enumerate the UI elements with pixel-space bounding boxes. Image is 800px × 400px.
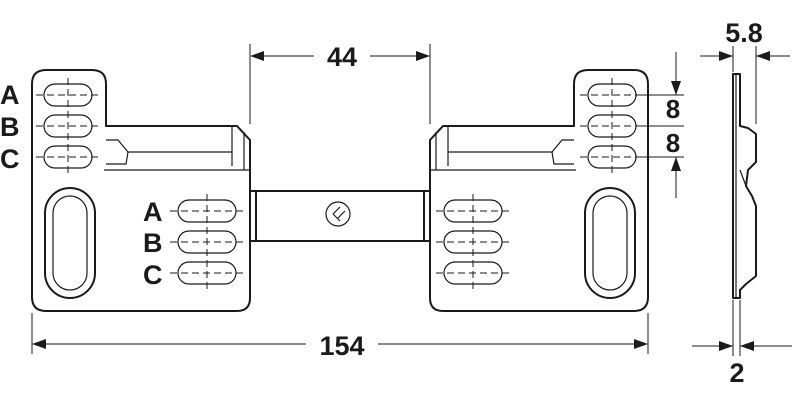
label-inner-c: C xyxy=(143,260,163,290)
right-outer-slots xyxy=(580,78,644,174)
left-outer-slots xyxy=(36,78,100,174)
centre-pivot-icon xyxy=(325,201,351,227)
right-arm-rail xyxy=(430,126,576,171)
left-inner-slots xyxy=(170,194,244,290)
dim-8-upper-label: 8 xyxy=(666,94,680,124)
dim-5-8-label: 5.8 xyxy=(725,18,763,48)
dim-44 xyxy=(249,44,431,124)
dim-5-8 xyxy=(700,46,790,124)
label-inner-a: A xyxy=(143,197,163,227)
label-left-a: A xyxy=(0,80,20,110)
right-plate-outline xyxy=(429,69,649,312)
right-large-oval xyxy=(584,187,636,299)
label-left-b: B xyxy=(0,112,20,142)
dim-8-lower-label: 8 xyxy=(666,128,680,158)
front-view: A B C A B C 44 154 xyxy=(0,42,684,361)
label-inner-b: B xyxy=(143,228,163,258)
left-plate-outline xyxy=(31,69,251,312)
centre-bar xyxy=(250,190,430,242)
dim-154 xyxy=(31,313,649,354)
left-arm-rail xyxy=(104,126,250,171)
dim-44-label: 44 xyxy=(327,42,357,72)
side-view: 5.8 2 xyxy=(692,18,792,388)
right-inner-slots xyxy=(436,194,510,290)
dim-2-label: 2 xyxy=(729,358,744,388)
dim-154-label: 154 xyxy=(319,331,364,361)
dim-8-8 xyxy=(636,52,684,198)
side-profile xyxy=(732,73,757,299)
label-left-c: C xyxy=(0,144,20,174)
left-large-oval xyxy=(44,187,96,299)
dim-2 xyxy=(692,300,792,356)
